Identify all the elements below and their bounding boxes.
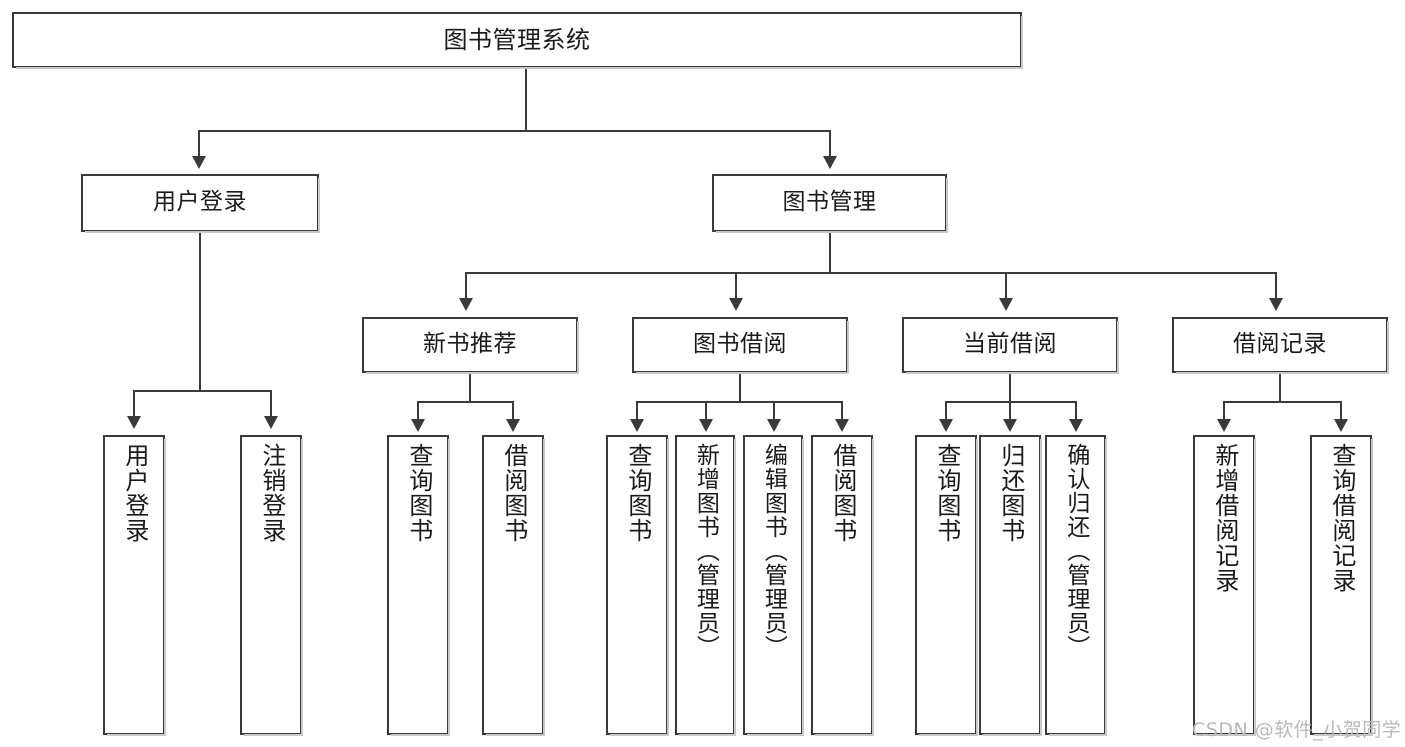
connector-bb-leaf3 bbox=[773, 401, 775, 420]
connector-nbr-leaf2 bbox=[512, 401, 514, 420]
arrow-to-new-book-rec bbox=[459, 298, 473, 311]
arrow-bb-leaf2 bbox=[699, 419, 713, 432]
arrow-nbr-leaf2 bbox=[506, 419, 520, 432]
connector-br-leaf2 bbox=[1340, 401, 1342, 420]
node-leaf-confirm-return[interactable]: 确认归还（管理员） bbox=[1045, 435, 1107, 736]
node-leaf-query-book-3[interactable]: 查询图书 bbox=[915, 435, 978, 736]
node-book-borrow-label: 图书借阅 bbox=[693, 331, 787, 358]
node-leaf-user-logout-label: 注销登录 bbox=[257, 443, 286, 543]
node-root[interactable]: 图书管理系统 bbox=[12, 12, 1023, 69]
node-leaf-user-login[interactable]: 用户登录 bbox=[103, 435, 166, 736]
node-book-borrow[interactable]: 图书借阅 bbox=[632, 317, 849, 374]
node-leaf-return-book-label: 归还图书 bbox=[996, 443, 1025, 543]
node-leaf-borrow-book-2-label: 借阅图书 bbox=[828, 443, 857, 543]
arrow-to-book-manage bbox=[823, 156, 837, 169]
node-leaf-query-book-1[interactable]: 查询图书 bbox=[387, 435, 450, 736]
connector-to-current-borrow bbox=[1005, 272, 1007, 300]
connector-cb-leaf3 bbox=[1075, 401, 1077, 420]
connector-br-leaf1 bbox=[1223, 401, 1225, 420]
node-leaf-edit-book-label: 编辑图书（管理员） bbox=[760, 443, 787, 659]
connector-user-login-leaf2 bbox=[270, 390, 272, 418]
connector-current-borrow-bus bbox=[945, 401, 1077, 403]
node-leaf-query-book-3-label: 查询图书 bbox=[932, 443, 961, 543]
node-current-borrow-label: 当前借阅 bbox=[963, 331, 1057, 358]
node-leaf-query-record-label: 查询借阅记录 bbox=[1327, 443, 1356, 593]
connector-bb-leaf1 bbox=[636, 401, 638, 420]
node-leaf-add-record[interactable]: 新增借阅记录 bbox=[1193, 435, 1256, 736]
node-root-label: 图书管理系统 bbox=[443, 25, 591, 54]
connector-book-manage-stem bbox=[829, 232, 831, 272]
arrow-cb-leaf2 bbox=[1003, 419, 1017, 432]
connector-borrow-record-stem bbox=[1279, 373, 1281, 401]
connector-cb-leaf1 bbox=[945, 401, 947, 420]
connector-book-borrow-stem bbox=[739, 373, 741, 401]
connector-user-login-leaf1 bbox=[133, 390, 135, 418]
node-book-manage[interactable]: 图书管理 bbox=[712, 174, 948, 233]
node-user-login[interactable]: 用户登录 bbox=[81, 174, 320, 233]
arrow-to-borrow-record bbox=[1269, 298, 1283, 311]
arrow-to-user-login bbox=[192, 156, 206, 169]
arrow-to-current-borrow bbox=[999, 298, 1013, 311]
node-leaf-confirm-return-label: 确认归还（管理员） bbox=[1062, 443, 1089, 659]
connector-user-login-stem bbox=[199, 232, 201, 390]
node-leaf-borrow-book-1-label: 借阅图书 bbox=[499, 443, 528, 543]
connector-bb-leaf2 bbox=[705, 401, 707, 420]
node-leaf-edit-book[interactable]: 编辑图书（管理员） bbox=[743, 435, 804, 736]
node-user-login-label: 用户登录 bbox=[153, 189, 247, 216]
connector-root-stem bbox=[525, 68, 527, 130]
node-borrow-record-label: 借阅记录 bbox=[1233, 331, 1327, 358]
csdn-watermark: CSDN @软件_小贺同学 bbox=[1192, 719, 1402, 741]
arrow-user-login-leaf2 bbox=[264, 416, 278, 429]
node-leaf-query-record[interactable]: 查询借阅记录 bbox=[1310, 435, 1373, 736]
node-leaf-user-logout[interactable]: 注销登录 bbox=[240, 435, 303, 736]
node-leaf-add-book[interactable]: 新增图书（管理员） bbox=[675, 435, 736, 736]
node-leaf-query-book-2-label: 查询图书 bbox=[623, 443, 652, 543]
connector-level1-bus bbox=[198, 130, 830, 132]
node-book-manage-label: 图书管理 bbox=[782, 189, 877, 216]
arrow-user-login-leaf1 bbox=[127, 416, 141, 429]
arrow-to-book-borrow bbox=[729, 298, 743, 311]
arrow-nbr-leaf1 bbox=[411, 419, 425, 432]
connector-current-borrow-stem bbox=[1009, 373, 1011, 401]
node-leaf-borrow-book-2[interactable]: 借阅图书 bbox=[811, 435, 874, 736]
node-new-book-rec[interactable]: 新书推荐 bbox=[362, 317, 579, 374]
node-current-borrow[interactable]: 当前借阅 bbox=[902, 317, 1119, 374]
node-leaf-return-book[interactable]: 归还图书 bbox=[979, 435, 1042, 736]
node-leaf-borrow-book-1[interactable]: 借阅图书 bbox=[482, 435, 545, 736]
arrow-br-leaf2 bbox=[1334, 419, 1348, 432]
arrow-cb-leaf1 bbox=[939, 419, 953, 432]
connector-to-user-login bbox=[198, 130, 200, 158]
connector-to-borrow-record bbox=[1275, 272, 1277, 300]
node-new-book-rec-label: 新书推荐 bbox=[423, 331, 517, 358]
connector-to-new-book-rec bbox=[465, 272, 467, 300]
connector-new-book-rec-stem bbox=[469, 373, 471, 401]
connector-cb-leaf2 bbox=[1009, 401, 1011, 420]
connector-borrow-record-bus bbox=[1223, 401, 1341, 403]
node-leaf-add-book-label: 新增图书（管理员） bbox=[692, 443, 719, 659]
connector-new-book-rec-bus bbox=[417, 401, 513, 403]
connector-to-book-borrow bbox=[735, 272, 737, 300]
arrow-br-leaf1 bbox=[1217, 419, 1231, 432]
node-leaf-query-book-1-label: 查询图书 bbox=[404, 443, 433, 543]
node-leaf-add-record-label: 新增借阅记录 bbox=[1210, 443, 1239, 593]
node-leaf-query-book-2[interactable]: 查询图书 bbox=[606, 435, 669, 736]
connector-to-book-manage bbox=[829, 130, 831, 158]
connector-level2-bus bbox=[465, 272, 1276, 274]
arrow-bb-leaf1 bbox=[630, 419, 644, 432]
arrow-cb-leaf3 bbox=[1069, 419, 1083, 432]
node-leaf-user-login-label: 用户登录 bbox=[120, 443, 149, 543]
arrow-bb-leaf4 bbox=[835, 419, 849, 432]
connector-nbr-leaf1 bbox=[417, 401, 419, 420]
connector-bb-leaf4 bbox=[841, 401, 843, 420]
connector-book-borrow-bus bbox=[636, 401, 843, 403]
node-borrow-record[interactable]: 借阅记录 bbox=[1172, 317, 1389, 374]
connector-user-login-bus bbox=[133, 390, 272, 392]
arrow-bb-leaf3 bbox=[767, 419, 781, 432]
